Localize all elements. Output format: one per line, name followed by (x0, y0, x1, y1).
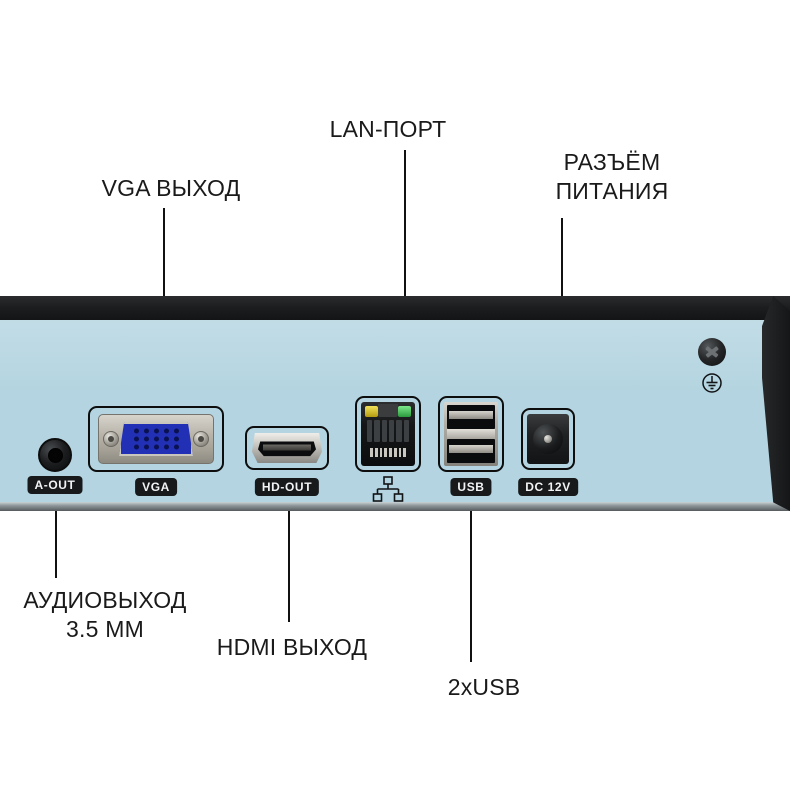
hdmi-port[interactable] (252, 433, 322, 463)
lan-latch-slot (378, 404, 398, 417)
leader-line-lan (404, 150, 406, 414)
port-badge-vga: VGA (135, 478, 177, 496)
port-badge-usb: USB (450, 478, 492, 496)
callout-label-hdmi: HDMI ВЫХОД (216, 634, 368, 660)
hdmi-port-opening (258, 441, 316, 457)
audio-out-port[interactable] (38, 438, 72, 472)
leader-line-hdmi (288, 460, 290, 622)
leader-line-usb (470, 470, 472, 662)
hdmi-contact-tongue (263, 444, 311, 451)
phillips-screw-icon (698, 338, 726, 366)
vga-port-outline (88, 406, 224, 472)
leader-line-audio (55, 492, 57, 578)
hdmi-port-outline (245, 426, 329, 470)
lan-led-green-icon (398, 406, 411, 417)
callout-label-power: РАЗЪЁМ ПИТАНИЯ (555, 149, 669, 205)
callout-label-usb: 2xUSB (447, 674, 521, 700)
usb-port-divider (447, 429, 495, 439)
lan-gold-contacts (370, 448, 406, 457)
usb-port-upper[interactable] (447, 405, 495, 429)
dc-barrel-opening (533, 424, 563, 454)
callout-label-lan: LAN-ПОРТ (329, 116, 447, 142)
usb-port-stack[interactable] (444, 402, 498, 466)
lan-port[interactable] (361, 402, 415, 466)
port-badge-hdmi: HD-OUT (254, 478, 320, 496)
lan-led-amber-icon (365, 406, 378, 417)
vga-thumbscrew-right (193, 431, 209, 447)
callout-label-vga: VGA ВЫХОД (101, 175, 241, 201)
usb-port-lower[interactable] (447, 439, 495, 463)
port-badge-dc-power: DC 12V (518, 478, 578, 496)
port-badge-audio-out: A-OUT (27, 476, 83, 494)
network-topology-icon (372, 476, 404, 502)
chassis-bottom-edge (0, 502, 790, 511)
usb-port-outline (438, 396, 504, 472)
dc-power-port-outline (521, 408, 575, 470)
dc-center-pin (544, 435, 552, 443)
dc-power-port[interactable] (527, 414, 569, 464)
vga-pin-grid (127, 428, 185, 450)
vga-port[interactable] (98, 414, 214, 464)
chassis-top-bezel (0, 296, 790, 322)
vga-thumbscrew-left (103, 431, 119, 447)
lan-port-outline (355, 396, 421, 472)
nvr-rear-panel (0, 296, 790, 516)
earth-ground-icon (702, 373, 722, 393)
callout-label-audio-out: АУДИОВЫХОД 3.5 ММ (23, 587, 187, 643)
lan-slot-grille (367, 420, 409, 444)
